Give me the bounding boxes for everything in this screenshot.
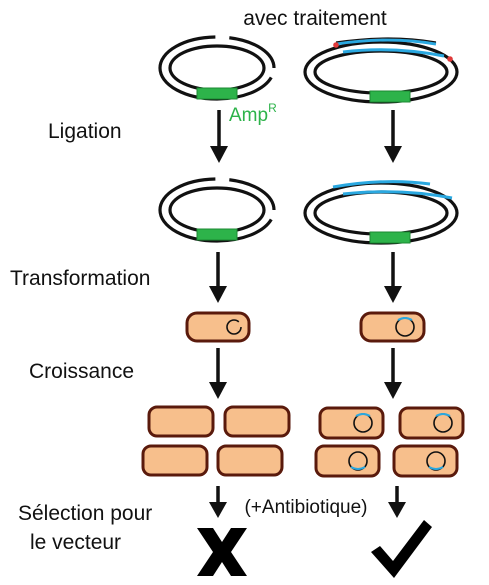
checkmark-icon [371,520,432,578]
colony-right [314,406,465,478]
step-selection-line1: Sélection pour [18,502,152,525]
sticky-end-right [447,56,453,62]
arrow-croissance-left [209,348,227,399]
arrow-ligation-right [384,110,402,163]
plasmid-with-insert-right-top [303,37,459,104]
plasmid-recombinant-right [303,180,459,245]
bacterium-transformed-left [185,311,251,343]
colony-left [141,405,291,477]
ampr-label: AmpR [229,101,277,126]
ampr-gene-left-mid [196,228,238,241]
header-avec-traitement: avec traitement [243,7,387,30]
insert-dna-top [335,38,437,46]
ampr-gene-right-top [369,90,411,103]
arrow-transformation-left [209,252,227,303]
arrow-transformation-right [384,252,402,303]
step-ligation: Ligation [48,120,122,143]
arrow-ligation-left [210,110,228,163]
step-croissance: Croissance [29,360,134,383]
arrow-selection-left [209,486,227,518]
plasmid-open-left [158,35,276,101]
cross-icon [197,528,247,576]
ampr-gene-left-top [196,87,238,100]
step-selection-line2: le vecteur [30,531,121,554]
arrow-croissance-right [384,348,402,399]
arrow-selection-right [388,486,406,518]
step-transformation: Transformation [10,267,150,290]
insert-dna-mid [332,180,431,189]
plasmid-ligated-left [158,177,276,243]
ampr-gene-right-mid [369,231,411,244]
bacterium-transformed-right [359,311,426,343]
sticky-end-left [333,42,339,48]
antibiotic-label: (+Antibiotique) [244,497,367,518]
